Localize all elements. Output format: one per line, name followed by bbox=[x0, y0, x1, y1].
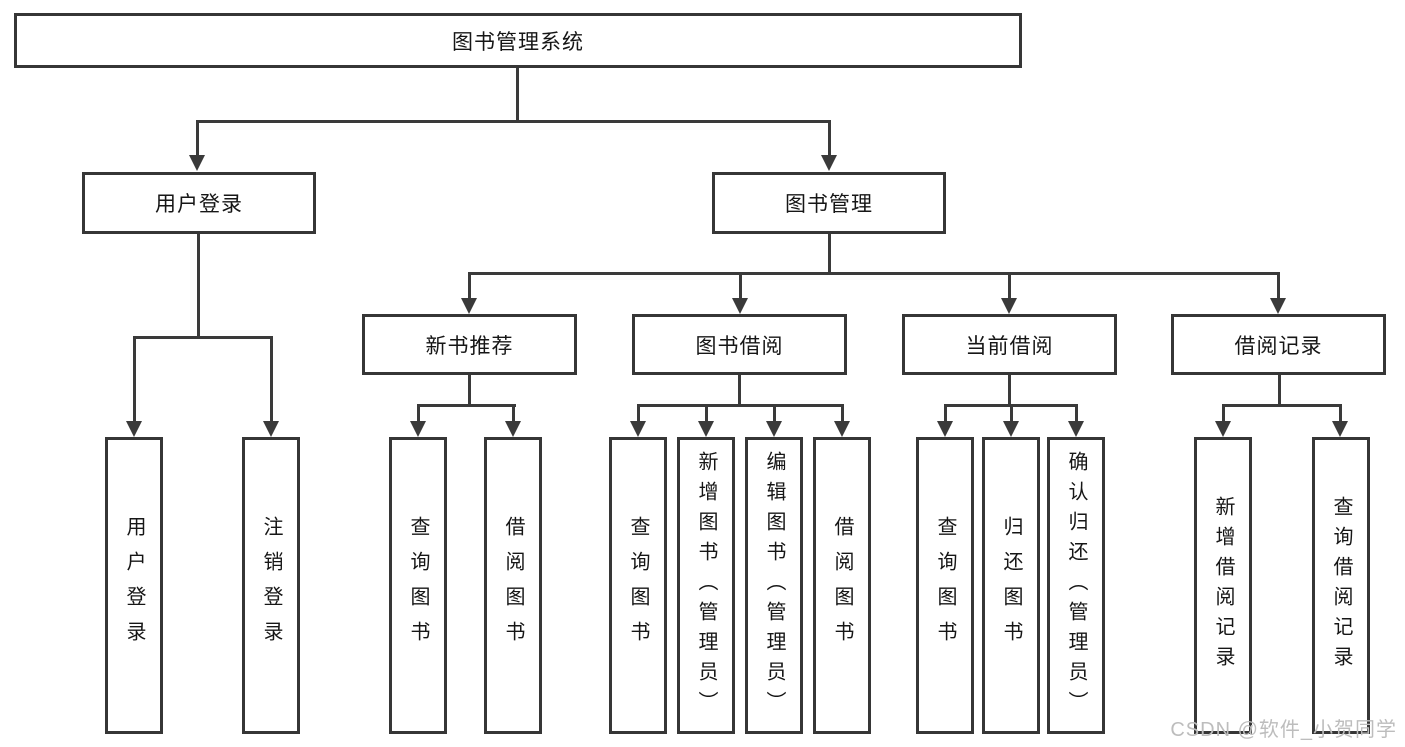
csdn-watermark: CSDN @软件_小贺同学 bbox=[1170, 719, 1397, 741]
node-book-management: 图书管理 bbox=[712, 172, 946, 234]
arrowhead bbox=[821, 155, 837, 171]
arrowhead bbox=[1332, 421, 1348, 437]
node-label: 查询图书 bbox=[627, 515, 649, 656]
connector-line bbox=[637, 404, 640, 424]
connector-line bbox=[417, 404, 516, 407]
arrowhead bbox=[937, 421, 953, 437]
connector-line bbox=[196, 120, 199, 158]
node-logout: 注销登录 bbox=[242, 437, 300, 734]
connector-line bbox=[773, 404, 776, 424]
node-borrow-books-recommend: 借阅图书 bbox=[484, 437, 542, 734]
node-label: 查询图书 bbox=[934, 515, 956, 656]
connector-line bbox=[841, 404, 844, 424]
arrowhead bbox=[263, 421, 279, 437]
connector-line bbox=[516, 68, 519, 123]
arrowhead bbox=[766, 421, 782, 437]
node-label: 归还图书 bbox=[1000, 515, 1022, 656]
arrowhead bbox=[834, 421, 850, 437]
node-edit-book-admin: 编辑图书（管理员） bbox=[745, 437, 803, 734]
connector-line bbox=[1222, 404, 1342, 407]
node-book-borrowing: 图书借阅 bbox=[632, 314, 847, 375]
node-label: 新增图书（管理员） bbox=[695, 450, 717, 721]
connector-line bbox=[944, 404, 947, 424]
arrowhead bbox=[1215, 421, 1231, 437]
connector-line bbox=[196, 120, 831, 123]
connector-line bbox=[828, 234, 831, 275]
connector-line bbox=[468, 272, 1280, 275]
node-label: 确认归还（管理员） bbox=[1065, 450, 1087, 721]
arrowhead bbox=[505, 421, 521, 437]
arrowhead bbox=[732, 298, 748, 314]
node-label: 新增借阅记录 bbox=[1212, 495, 1234, 676]
node-borrowing-records: 借阅记录 bbox=[1171, 314, 1386, 375]
arrowhead bbox=[189, 155, 205, 171]
connector-line bbox=[417, 404, 420, 424]
node-add-borrow-record: 新增借阅记录 bbox=[1194, 437, 1252, 734]
node-borrow-books-leaf: 借阅图书 bbox=[813, 437, 871, 734]
arrowhead bbox=[1003, 421, 1019, 437]
connector-line bbox=[1008, 375, 1011, 407]
node-confirm-return-admin: 确认归还（管理员） bbox=[1047, 437, 1105, 734]
arrowhead bbox=[461, 298, 477, 314]
node-new-book-recommend: 新书推荐 bbox=[362, 314, 577, 375]
node-return-book: 归还图书 bbox=[982, 437, 1040, 734]
node-label: 借阅图书 bbox=[831, 515, 853, 656]
connector-line bbox=[739, 272, 742, 300]
connector-line bbox=[637, 404, 844, 407]
node-label: 当前借阅 bbox=[965, 334, 1054, 358]
arrowhead bbox=[698, 421, 714, 437]
connector-line bbox=[270, 336, 273, 424]
node-label: 用户登录 bbox=[123, 515, 145, 656]
connector-line bbox=[705, 404, 708, 424]
connector-line bbox=[1339, 404, 1342, 424]
connector-line bbox=[197, 234, 200, 339]
arrowhead bbox=[1270, 298, 1286, 314]
connector-line bbox=[1075, 404, 1078, 424]
connector-line bbox=[828, 120, 831, 158]
node-label: 查询借阅记录 bbox=[1330, 495, 1352, 676]
node-label: 借阅记录 bbox=[1234, 334, 1323, 358]
connector-line bbox=[468, 375, 471, 407]
connector-line bbox=[738, 375, 741, 407]
node-label: 图书借阅 bbox=[695, 334, 784, 358]
node-label: 注销登录 bbox=[260, 515, 282, 656]
node-query-books-recommend: 查询图书 bbox=[389, 437, 447, 734]
connector-line bbox=[1278, 375, 1281, 407]
node-label: 新书推荐 bbox=[425, 334, 514, 358]
connector-line bbox=[133, 336, 136, 424]
arrowhead bbox=[1068, 421, 1084, 437]
connector-line bbox=[1277, 272, 1280, 300]
node-current-borrowing: 当前借阅 bbox=[902, 314, 1117, 375]
arrowhead bbox=[410, 421, 426, 437]
connector-line bbox=[1222, 404, 1225, 424]
arrowhead bbox=[126, 421, 142, 437]
arrowhead bbox=[630, 421, 646, 437]
node-library-system: 图书管理系统 bbox=[14, 13, 1022, 68]
node-user-login-leaf: 用户登录 bbox=[105, 437, 163, 734]
node-query-books-current: 查询图书 bbox=[916, 437, 974, 734]
node-label: 图书管理系统 bbox=[452, 30, 584, 54]
connector-line bbox=[468, 272, 471, 300]
arrowhead bbox=[1001, 298, 1017, 314]
node-query-borrow-record: 查询借阅记录 bbox=[1312, 437, 1370, 734]
node-label: 编辑图书（管理员） bbox=[763, 450, 785, 721]
node-label: 查询图书 bbox=[407, 515, 429, 656]
connector-line bbox=[512, 404, 515, 424]
connector-line bbox=[1010, 404, 1013, 424]
node-label: 借阅图书 bbox=[502, 515, 524, 656]
node-label: 图书管理 bbox=[785, 193, 873, 216]
connector-line bbox=[133, 336, 273, 339]
node-query-books-borrowing: 查询图书 bbox=[609, 437, 667, 734]
node-label: 用户登录 bbox=[155, 193, 243, 216]
node-add-book-admin: 新增图书（管理员） bbox=[677, 437, 735, 734]
connector-line bbox=[1008, 272, 1011, 300]
node-user-login: 用户登录 bbox=[82, 172, 316, 234]
